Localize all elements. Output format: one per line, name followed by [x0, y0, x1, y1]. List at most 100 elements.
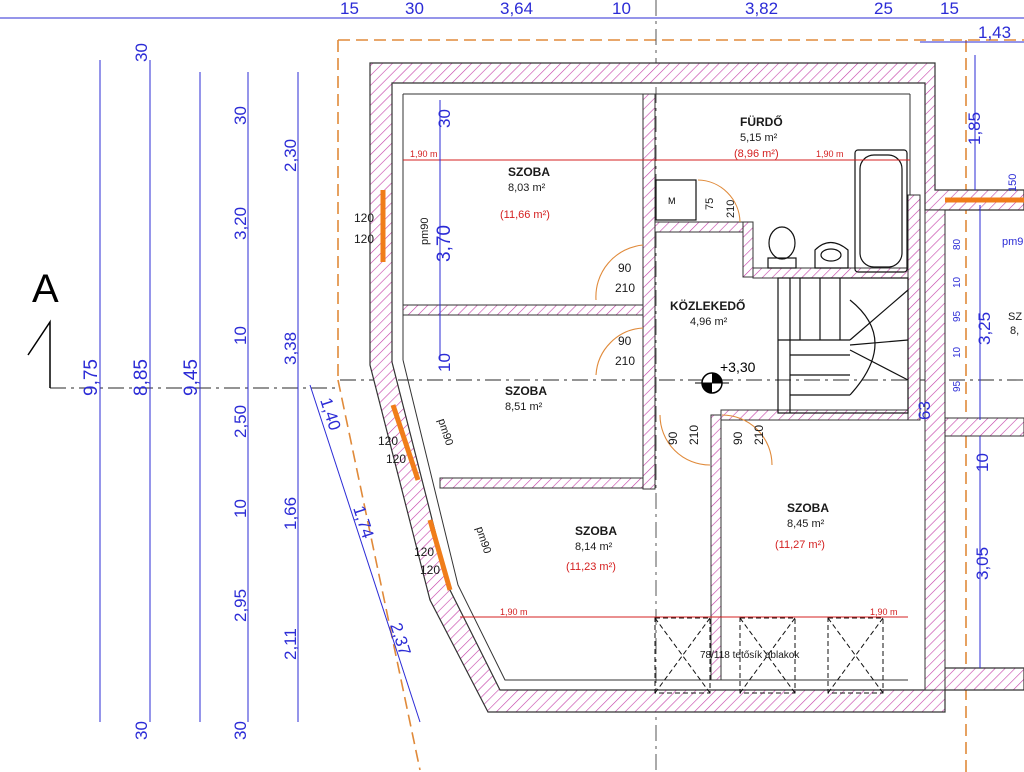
top-dim-1: 15 — [340, 0, 359, 18]
height-note-3: 1,90 m — [500, 607, 528, 617]
inner-dim-1: 30 — [435, 109, 454, 128]
right-small-6: 10 — [952, 346, 963, 358]
window-3-a: 120 — [414, 545, 434, 559]
top-dim-2: 30 — [405, 0, 424, 18]
room-5-name: SZOBA — [575, 524, 617, 538]
roof-outline — [337, 39, 1024, 772]
inner-dim-7: 10 — [973, 453, 992, 472]
room-3-name: KÖZLEKEDŐ — [670, 298, 745, 313]
top-dim-5: 3,82 — [745, 0, 778, 18]
door-4-w: 90 — [731, 431, 745, 445]
col4-dim-1: 2,30 — [281, 139, 300, 172]
room-6-name: SZOBA — [787, 501, 829, 515]
doors — [595, 179, 773, 466]
top-dim-8: 1,43 — [978, 23, 1011, 42]
slant-dim-2: 1,74 — [349, 503, 377, 540]
window-3-tag: pm90 — [473, 525, 493, 555]
slant-dim-3: 2,37 — [386, 620, 414, 657]
col3-dim-8: 30 — [231, 721, 250, 740]
col3-dim-6: 10 — [231, 499, 250, 518]
clearance-lines — [403, 159, 910, 618]
inner-dim-2: 3,70 — [434, 225, 455, 262]
height-note-2: 1,90 m — [816, 149, 844, 159]
right-small-1: 150 — [1007, 174, 1019, 192]
inner-dim-6: 63 — [915, 401, 934, 420]
door-5-w: 75 — [704, 198, 716, 210]
room-4-area: 8,51 m² — [505, 401, 543, 413]
dimension-lines — [0, 17, 1024, 723]
col4-dim-3: 1,66 — [281, 497, 300, 530]
window-2-b: 120 — [386, 452, 406, 466]
inner-walls — [402, 93, 1024, 691]
col3-dim-4: 10 — [231, 326, 250, 345]
col3-dim-3: 3,20 — [231, 207, 250, 240]
window-1-a: 120 — [354, 211, 374, 225]
left-total-2: 8,85 — [131, 359, 152, 396]
door-5-h: 210 — [725, 200, 737, 218]
labels: 15 30 3,64 10 3,82 25 15 1,43 9,75 8,85 … — [81, 0, 1023, 740]
room-3-area: 4,96 m² — [690, 316, 728, 328]
window-2-a: 120 — [378, 434, 398, 448]
top-dim-4: 10 — [612, 0, 631, 18]
inner-dim-8: 3,05 — [973, 547, 992, 580]
section-mark: A — [32, 267, 59, 311]
section-arrow — [27, 319, 51, 388]
door-2-w: 90 — [618, 334, 632, 348]
col4-dim-4: 2,11 — [281, 628, 300, 660]
section-line — [50, 379, 1024, 389]
col3-dim-5: 2,50 — [231, 405, 250, 438]
top-dim-3: 3,64 — [500, 0, 533, 18]
door-3-h: 210 — [687, 425, 701, 445]
slant-dim-1: 1,40 — [316, 395, 344, 432]
washbasin — [814, 241, 849, 269]
window-1-tag: pm90 — [419, 217, 431, 245]
left-total-3: 9,45 — [181, 359, 202, 396]
height-note-4: 1,90 m — [870, 607, 898, 617]
door-3-w: 90 — [666, 431, 680, 445]
room-2-area: 5,15 m² — [740, 132, 778, 144]
height-note-1: 1,90 m — [410, 149, 438, 159]
col3-dim-7: 2,95 — [231, 589, 250, 622]
roof-windows — [654, 617, 884, 694]
left-small-bottom: 30 — [132, 721, 151, 740]
window-2-tag: pm90 — [435, 417, 455, 447]
right-small-2: 80 — [952, 238, 963, 250]
room-6-area: 8,45 m² — [787, 518, 825, 530]
window-note: 78/118 tetősík ablakok — [700, 650, 800, 661]
room-1-gross: (11,66 m²) — [500, 209, 550, 221]
inner-dim-4: 1,85 — [965, 112, 984, 145]
window-3-b: 120 — [420, 563, 440, 577]
right-small-7: pm9 — [1002, 236, 1023, 248]
room-2-gross: (8,96 m²) — [734, 148, 779, 160]
window-1-b: 120 — [354, 232, 374, 246]
room-1-area: 8,03 m² — [508, 182, 546, 194]
right-small-5: 95 — [952, 380, 963, 392]
left-small-top: 30 — [132, 43, 151, 62]
right-small-4: 10 — [952, 276, 963, 288]
machine-label: M — [668, 196, 676, 206]
toilet — [767, 226, 797, 269]
door-4-h: 210 — [752, 425, 766, 445]
room-5-area: 8,14 m² — [575, 541, 613, 553]
door-1-w: 90 — [618, 261, 632, 275]
bathtub — [854, 149, 908, 273]
top-dim-6: 25 — [874, 0, 893, 18]
left-total-1: 9,75 — [81, 359, 102, 396]
right-room-fragment: SZ — [1008, 311, 1022, 323]
wall-windows — [380, 190, 1024, 591]
outer-walls — [369, 62, 1024, 713]
staircase — [777, 277, 909, 414]
room-2-name: FÜRDŐ — [740, 114, 783, 129]
level-marker — [695, 372, 729, 394]
inner-dim-5: 3,25 — [975, 312, 994, 345]
room-1-name: SZOBA — [508, 165, 550, 179]
room-6-gross: (11,27 m²) — [775, 539, 825, 551]
inner-dim-3: 10 — [435, 353, 454, 372]
room-4-name: SZOBA — [505, 384, 547, 398]
top-dim-7: 15 — [940, 0, 959, 18]
door-2-h: 210 — [615, 354, 635, 368]
right-small-3: 95 — [952, 310, 963, 322]
washing-machine — [655, 179, 697, 221]
level-mark: +3,30 — [720, 359, 756, 375]
